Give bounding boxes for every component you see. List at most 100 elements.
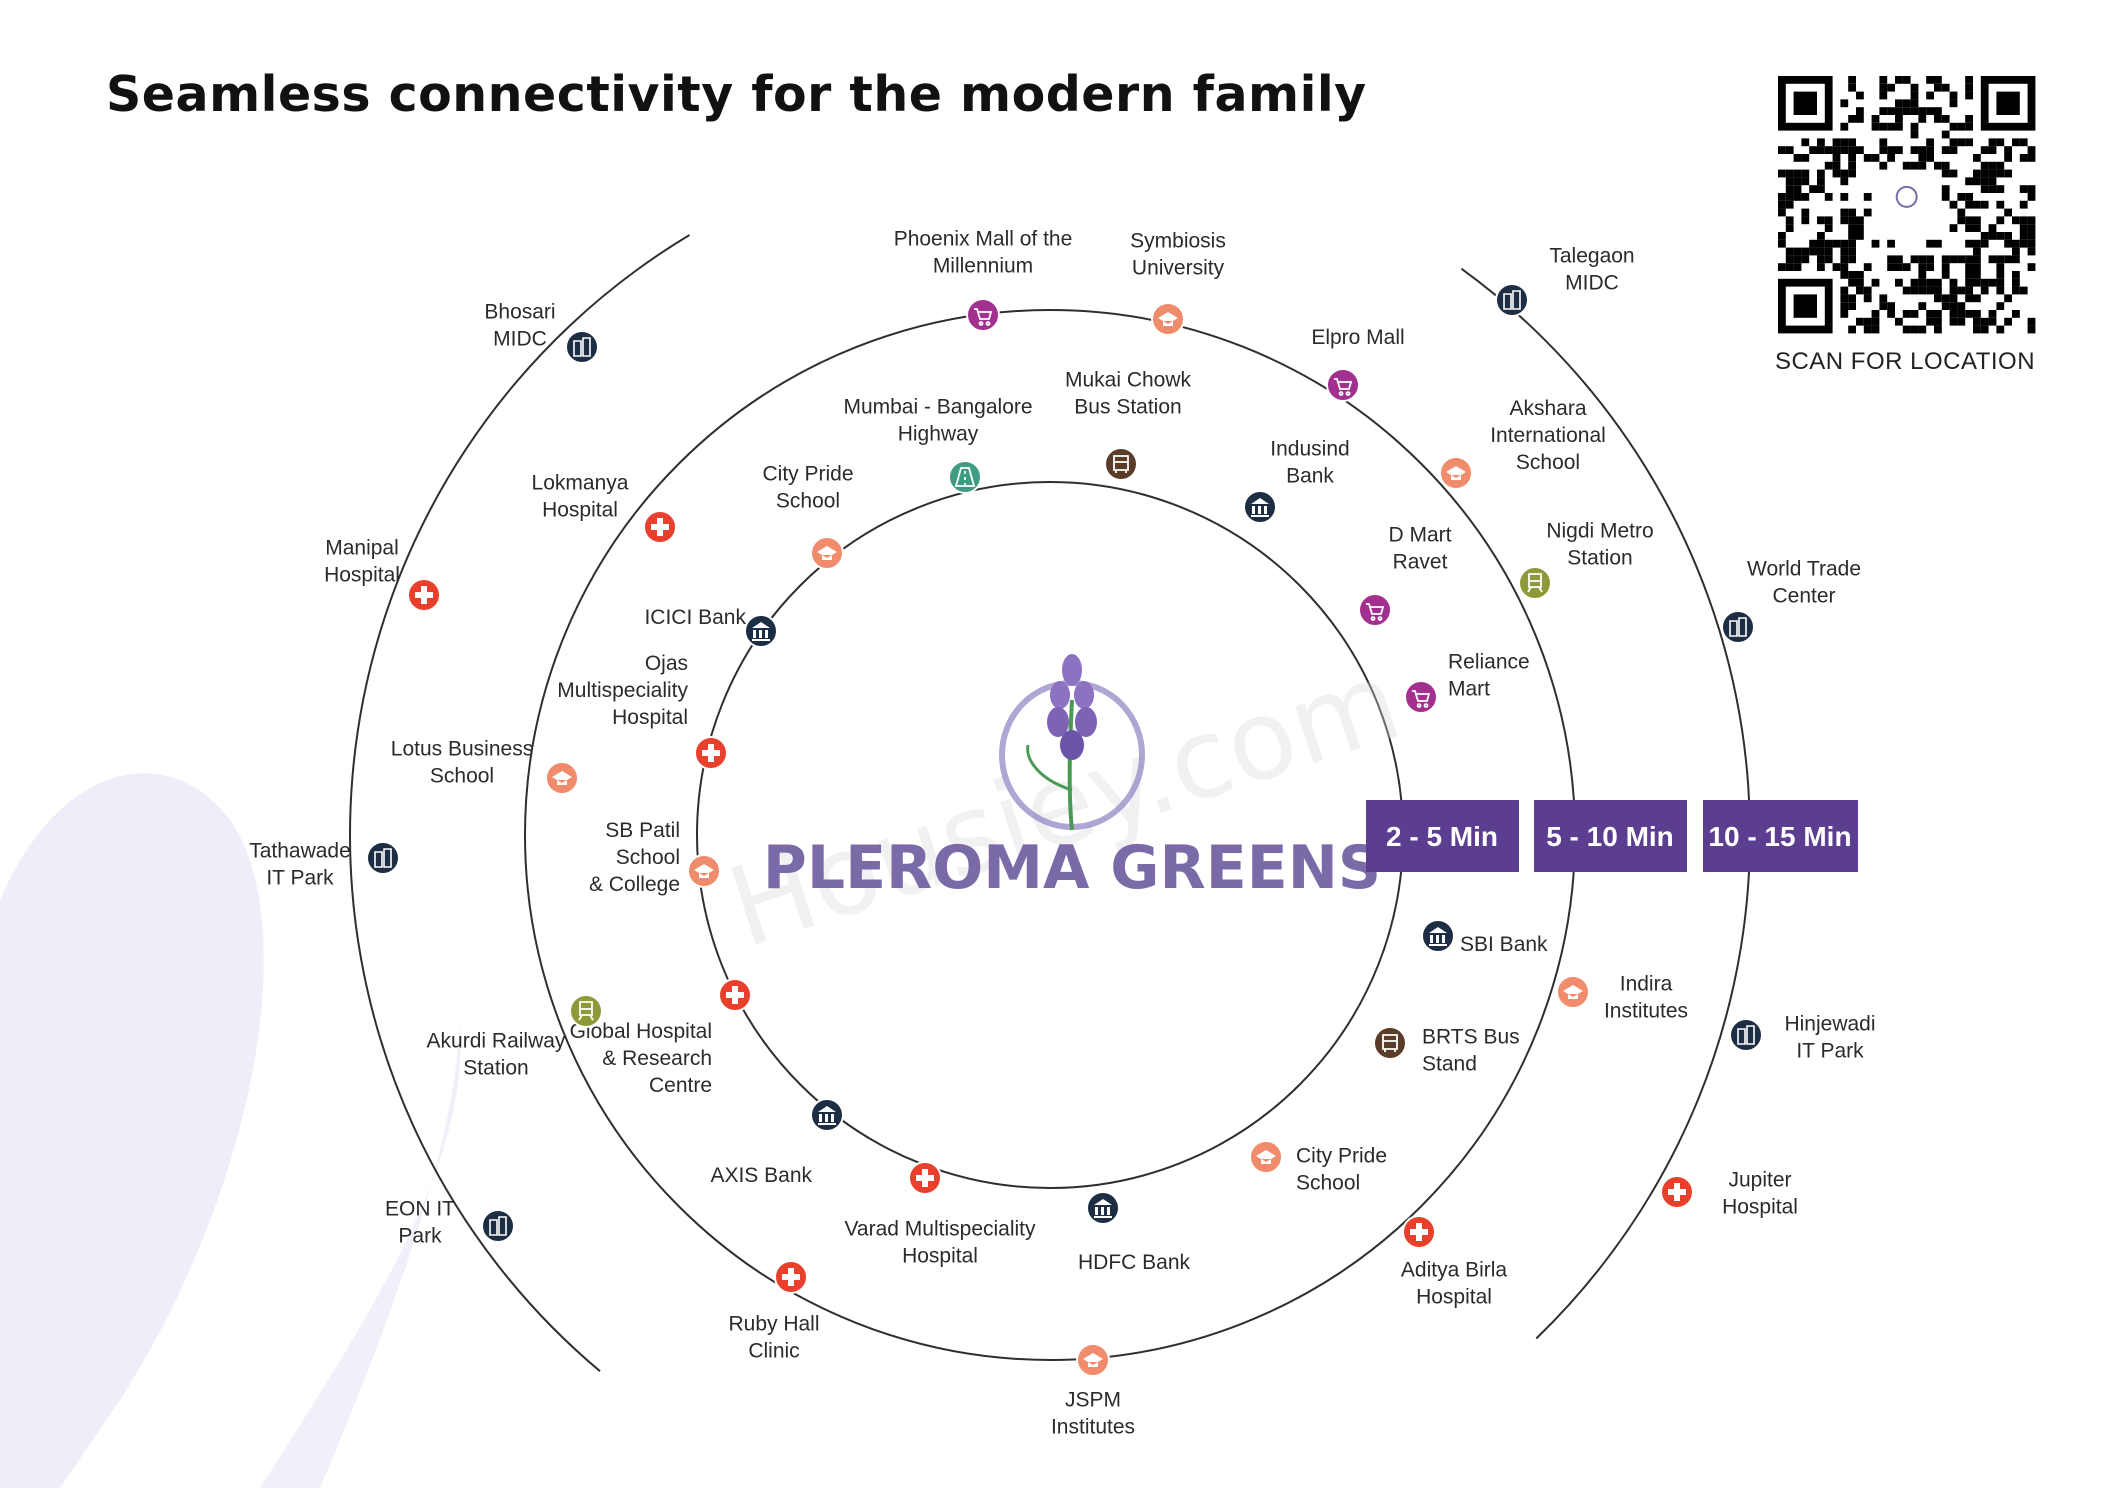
hospital-icon	[1660, 1175, 1694, 1209]
place-label: Elpro Mall	[1311, 326, 1404, 349]
zone-label-1: 2 - 5 Min	[1366, 800, 1519, 872]
school-icon	[1151, 302, 1185, 336]
itpark-icon	[1495, 283, 1529, 317]
zone-label-2: 5 - 10 Min	[1534, 800, 1687, 872]
zone-label-3-text: 10 - 15 Min	[1708, 821, 1851, 852]
bank-icon	[1421, 919, 1455, 953]
hospital-icon	[407, 578, 441, 612]
place-label: SBI Bank	[1460, 933, 1548, 956]
brand-logo	[999, 654, 1145, 831]
place-p8: AXIS Bank	[710, 1098, 844, 1187]
school-icon	[1249, 1140, 1283, 1174]
place-p10: HDFC Bank	[1078, 1191, 1191, 1274]
hospital-icon	[718, 978, 752, 1012]
hospital-icon	[1402, 1215, 1436, 1249]
bus-icon	[1373, 1026, 1407, 1060]
place-label: AXIS Bank	[710, 1164, 812, 1187]
mall-icon	[1326, 368, 1360, 402]
school-icon	[545, 761, 579, 795]
highway-icon	[948, 460, 982, 494]
bank-icon	[744, 614, 778, 648]
page-title: Seamless connectivity for the modern fam…	[106, 66, 1367, 123]
metro-icon	[1518, 566, 1552, 600]
hospital-icon	[694, 736, 728, 770]
itpark-icon	[481, 1209, 515, 1243]
mall-icon	[1404, 680, 1438, 714]
ring-outer-left	[349, 234, 691, 1372]
background-swoosh-2	[260, 1020, 461, 1488]
place-p13: SBI Bank	[1421, 919, 1548, 956]
itpark-icon	[366, 841, 400, 875]
brand-name: PLEROMA GREENS	[763, 833, 1381, 903]
bank-icon	[1243, 490, 1277, 524]
mall-icon	[966, 298, 1000, 332]
school-icon	[1076, 1343, 1110, 1377]
school-icon	[1439, 456, 1473, 490]
qr-caption: SCAN FOR LOCATION	[1774, 348, 2036, 375]
bank-icon	[1086, 1191, 1120, 1225]
hospital-icon	[774, 1260, 808, 1294]
zone-label-3: 10 - 15 Min	[1703, 800, 1858, 872]
bus-icon	[1104, 447, 1138, 481]
metro-icon	[569, 994, 603, 1028]
school-icon	[1556, 975, 1590, 1009]
zone-label-2-text: 5 - 10 Min	[1546, 821, 1674, 852]
school-icon	[687, 854, 721, 888]
hospital-icon	[643, 510, 677, 544]
zone-label-1-text: 2 - 5 Min	[1386, 821, 1498, 852]
school-icon	[810, 536, 844, 570]
place-p4: ICICI Bank	[644, 606, 778, 648]
qr-code	[1778, 76, 2036, 334]
itpark-icon	[565, 330, 599, 364]
